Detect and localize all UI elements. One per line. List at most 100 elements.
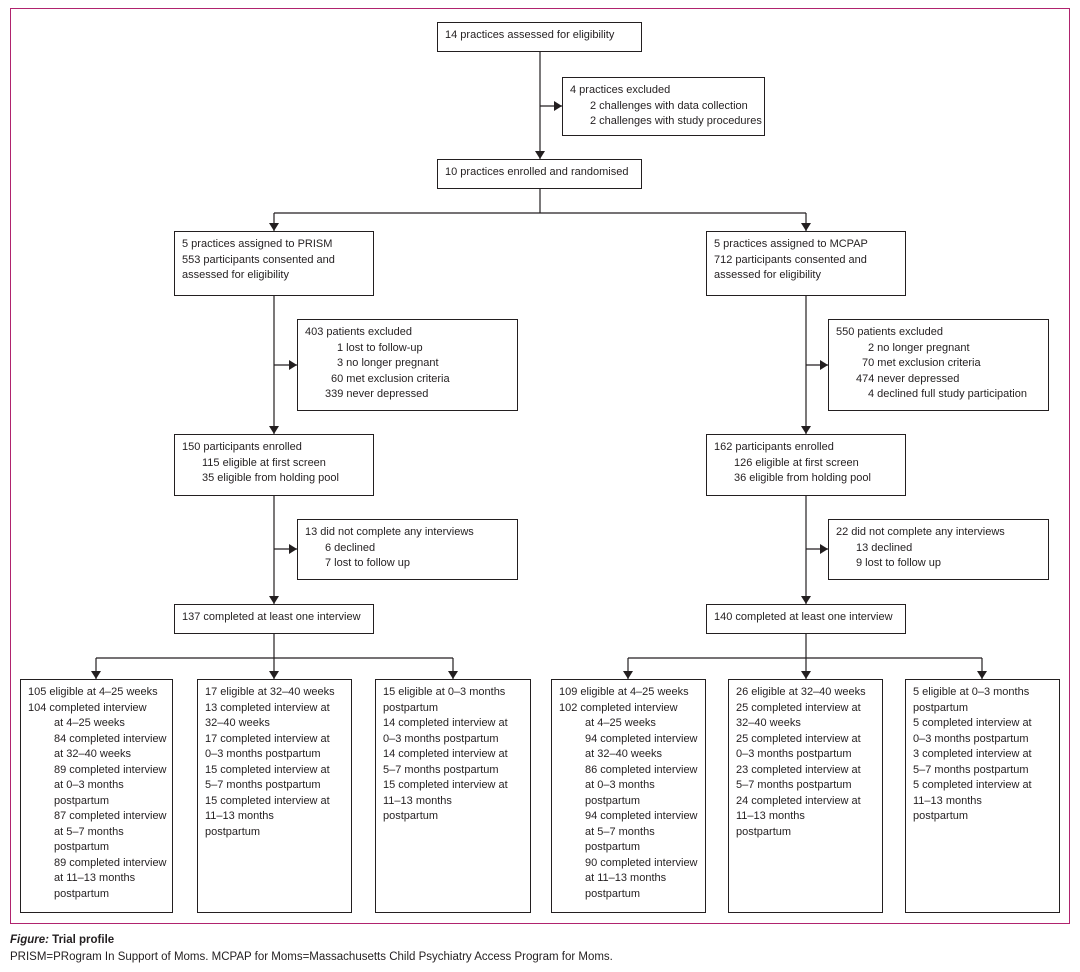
node-line: at 32–40 weeks [54, 748, 132, 760]
node-line: postpartum [585, 841, 641, 853]
node-line: 0–3 months postpartum [736, 748, 852, 760]
node-practices-excluded: 4 practices excluded 2 challenges with d… [562, 77, 765, 136]
node-line: 36 eligible from holding pool [734, 472, 871, 484]
node-line: 104 completed interview [28, 701, 147, 714]
node-line: 550 patients excluded [836, 326, 944, 338]
arrowhead [820, 360, 828, 370]
node-line: 5 completed interview at [913, 717, 1032, 729]
node-line: postpartum [54, 887, 110, 900]
node-line: postpartum [736, 825, 792, 838]
node-line: at 4–25 weeks [585, 717, 656, 729]
node-line: 4 practices excluded [570, 84, 671, 96]
node-line: 115 eligible at first screen [202, 456, 326, 469]
node-line: 5–7 months postpartum [913, 763, 1029, 776]
node-line: 0–3 months postpartum [383, 732, 499, 745]
node-line: 339 never depressed [325, 388, 429, 400]
node-line: 84 completed interview [54, 732, 167, 745]
node-mcpap-completed: 140 completed at least one interview [706, 604, 906, 634]
node-line: 140 completed at least one interview [714, 611, 893, 623]
node-line: 13 declined [856, 541, 913, 554]
node-line: 89 completed interview [54, 763, 167, 776]
node-line: 14 completed interview at [383, 717, 508, 729]
node-line: at 0–3 months [54, 779, 124, 791]
node-line: postpartum [585, 794, 641, 807]
figure-caption: Figure: Trial profile PRISM=PRogram In S… [10, 932, 613, 966]
node-prism-enrolled: 150 participants enrolled 115 eligible a… [174, 434, 374, 496]
node-line: 94 completed interview [585, 810, 698, 822]
arrowhead [820, 544, 828, 554]
node-line: postpartum [383, 701, 439, 714]
node-line: 5–7 months postpartum [736, 779, 852, 791]
node-line: 10 practices enrolled and randomised [445, 166, 629, 178]
node-line: 35 eligible from holding pool [202, 472, 339, 484]
arrowhead [801, 223, 811, 231]
node-line: 11–13 months [736, 810, 805, 822]
node-prism-not-completed: 13 did not complete any interviews 6 dec… [297, 519, 518, 580]
node-line: 126 eligible at first screen [734, 456, 859, 469]
node-line: 5 eligible at 0–3 months [913, 686, 1030, 698]
node-line: postpartum [913, 810, 969, 822]
node-line: 1 lost to follow-up [337, 341, 423, 354]
arrowhead [289, 544, 297, 554]
caption-title-row: Figure: Trial profile [10, 932, 613, 949]
arrowhead [535, 151, 545, 159]
node-line: 2 challenges with study procedures [590, 115, 762, 127]
node-line: 553 participants consented and [182, 253, 335, 266]
node-line: 89 completed interview [54, 856, 167, 869]
node-line: postpartum [383, 810, 439, 822]
node-line: 24 completed interview at [736, 794, 861, 807]
node-mcpap-enrolled: 162 participants enrolled 126 eligible a… [706, 434, 906, 496]
node-mcpap-assigned: 5 practices assigned to MCPAP 712 partic… [706, 231, 906, 296]
node-mcpap-group-4-25-weeks: 109 eligible at 4–25 weeks 102 completed… [551, 679, 706, 913]
node-line: 22 did not complete any interviews [836, 526, 1005, 538]
arrowhead [801, 426, 811, 434]
node-line: 6 declined [325, 541, 376, 554]
caption-title: Trial profile [48, 934, 115, 946]
node-line: at 32–40 weeks [585, 748, 663, 760]
node-line: 11–13 months [383, 794, 452, 807]
node-line: 32–40 weeks [205, 717, 270, 729]
arrowhead [269, 426, 279, 434]
node-line: 403 patients excluded [305, 326, 413, 338]
node-line: 0–3 months postpartum [913, 732, 1029, 745]
node-prism-group-32-40-weeks: 17 eligible at 32–40 weeks 13 completed … [197, 679, 352, 913]
node-prism-group-0-3-months: 15 eligible at 0–3 months postpartum 14 … [375, 679, 531, 913]
node-line: 17 eligible at 32–40 weeks [205, 686, 335, 698]
node-line: postpartum [54, 794, 110, 807]
node-mcpap-not-completed: 22 did not complete any interviews 13 de… [828, 519, 1049, 580]
arrowhead [269, 223, 279, 231]
node-line: 87 completed interview [54, 810, 167, 822]
node-line: at 5–7 months [54, 825, 124, 838]
node-line: 2 no longer pregnant [868, 341, 970, 354]
node-line: at 11–13 months [585, 872, 667, 884]
node-line: 109 eligible at 4–25 weeks [559, 686, 689, 698]
arrowhead [269, 671, 279, 679]
node-line: 26 eligible at 32–40 weeks [736, 686, 866, 698]
node-mcpap-group-32-40-weeks: 26 eligible at 32–40 weeks 25 completed … [728, 679, 883, 913]
node-line: postpartum [913, 701, 969, 714]
node-line: 14 practices assessed for eligibility [445, 29, 615, 41]
node-line: 162 participants enrolled [714, 441, 834, 453]
node-line: 102 completed interview [559, 701, 678, 714]
node-line: assessed for eligibility [714, 269, 821, 281]
node-line: at 5–7 months [585, 825, 655, 838]
caption-label: Figure: [10, 934, 49, 946]
node-line: 60 met exclusion criteria [331, 372, 450, 385]
arrowhead [801, 671, 811, 679]
arrowhead [554, 101, 562, 111]
node-prism-patients-excluded: 403 patients excluded 1 lost to follow-u… [297, 319, 518, 411]
node-line: 3 no longer pregnant [337, 357, 439, 369]
node-line: 32–40 weeks [736, 717, 801, 729]
node-line: 17 completed interview at [205, 732, 330, 745]
node-line: 23 completed interview at [736, 763, 861, 776]
node-line: 15 completed interview at [383, 779, 508, 791]
caption-note: PRISM=PRogram In Support of Moms. MCPAP … [10, 951, 613, 963]
arrowhead [269, 596, 279, 604]
node-line: 9 lost to follow up [856, 557, 941, 569]
node-line: 105 eligible at 4–25 weeks [28, 686, 158, 698]
node-line: 150 participants enrolled [182, 441, 302, 453]
arrowhead [977, 671, 987, 679]
node-line: 70 met exclusion criteria [862, 357, 981, 369]
node-line: 11–13 months [913, 794, 982, 807]
